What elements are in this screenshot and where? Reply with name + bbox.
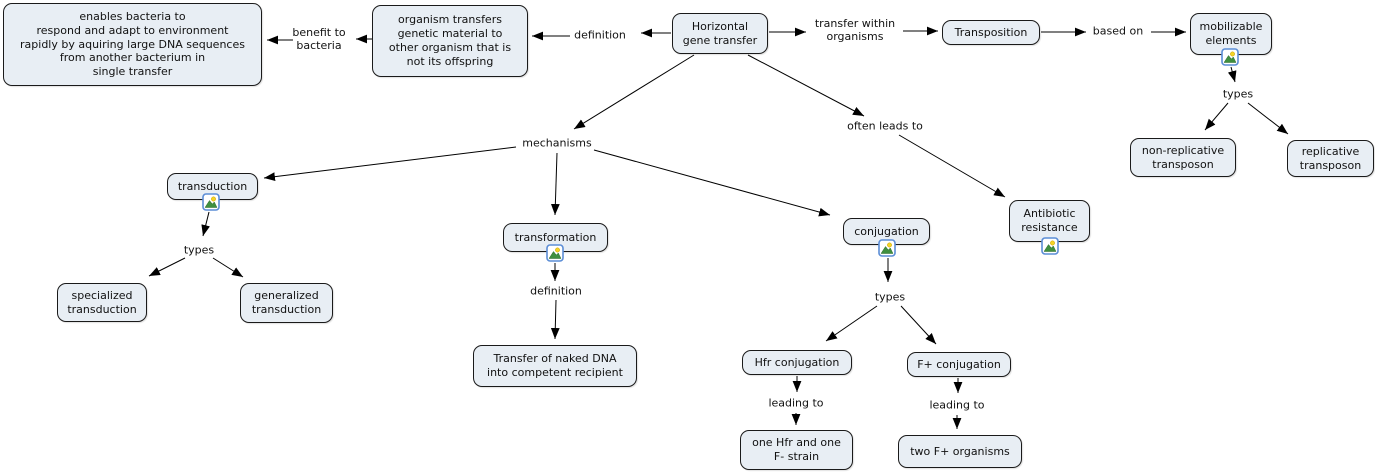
- antibiotic-resource-icon[interactable]: [1041, 237, 1059, 255]
- arrow: [1247, 102, 1289, 135]
- arrow: [201, 211, 210, 237]
- transduction-resource-icon[interactable]: [202, 193, 220, 211]
- node-naked-dna-definition[interactable]: Transfer of naked DNA into competent rec…: [473, 345, 637, 387]
- arrow: [1227, 66, 1237, 83]
- arrow: [1204, 102, 1229, 131]
- node-one-hfr-one-f-strain[interactable]: one Hfr and one F- strain: [740, 430, 853, 470]
- arrow: [747, 54, 865, 117]
- image-resource-icon: [546, 244, 564, 262]
- node-hfr-conjugation[interactable]: Hfr conjugation: [742, 350, 852, 375]
- mobilizable-resource-icon[interactable]: [1221, 48, 1239, 66]
- arrow: [550, 152, 560, 216]
- link-label-leading-to-left[interactable]: leading to: [768, 396, 824, 410]
- image-resource-icon: [1221, 48, 1239, 66]
- node-transduction[interactable]: transduction: [167, 173, 258, 200]
- image-resource-icon: [1041, 237, 1059, 255]
- link-label-types-right[interactable]: types: [1222, 87, 1254, 101]
- node-mobilizable-elements[interactable]: mobilizable elements: [1190, 13, 1272, 55]
- link-label-based-on[interactable]: based on: [1092, 24, 1144, 38]
- node-non-replicative-transposon[interactable]: non-replicative transposon: [1130, 138, 1236, 177]
- arrow: [898, 134, 1006, 198]
- node-enables-bacteria[interactable]: enables bacteria to respond and adapt to…: [3, 3, 262, 86]
- arrow: [573, 54, 695, 130]
- conjugation-resource-icon[interactable]: [878, 239, 896, 257]
- link-label-leading-to-right[interactable]: leading to: [929, 398, 985, 412]
- image-resource-icon: [202, 193, 220, 211]
- node-replicative-transposon[interactable]: replicative transposon: [1287, 140, 1374, 177]
- link-label-often-leads-to[interactable]: often leads to: [847, 119, 923, 133]
- link-label-benefit-to-bacteria[interactable]: benefit to bacteria: [292, 26, 346, 52]
- image-resource-icon: [878, 239, 896, 257]
- arrow: [825, 305, 878, 342]
- node-organism-transfers[interactable]: organism transfers genetic material to o…: [372, 5, 528, 77]
- arrow: [212, 257, 244, 278]
- node-two-f-plus-organisms[interactable]: two F+ organisms: [898, 435, 1022, 468]
- link-label-types-left[interactable]: types: [183, 243, 215, 257]
- arrow: [550, 299, 560, 340]
- arrow: [593, 149, 831, 217]
- link-label-definition-2[interactable]: definition: [530, 284, 582, 298]
- link-label-definition-1[interactable]: definition: [574, 28, 626, 42]
- node-antibiotic-resistance[interactable]: Antibiotic resistance: [1009, 200, 1090, 242]
- link-label-mechanisms[interactable]: mechanisms: [522, 136, 592, 150]
- arrow: [148, 257, 186, 277]
- arrow: [263, 146, 517, 182]
- node-generalized-transduction[interactable]: generalized transduction: [240, 283, 333, 323]
- node-transposition[interactable]: Transposition: [942, 20, 1040, 45]
- node-f-plus-conjugation[interactable]: F+ conjugation: [907, 352, 1011, 377]
- transformation-resource-icon[interactable]: [546, 244, 564, 262]
- link-label-transfer-within-organisms[interactable]: transfer within organisms: [814, 17, 896, 43]
- link-label-types-middle[interactable]: types: [874, 290, 906, 304]
- node-specialized-transduction[interactable]: specialized transduction: [57, 283, 147, 322]
- node-horizontal-gene-transfer[interactable]: Horizontal gene transfer: [672, 13, 768, 54]
- arrow: [900, 305, 937, 345]
